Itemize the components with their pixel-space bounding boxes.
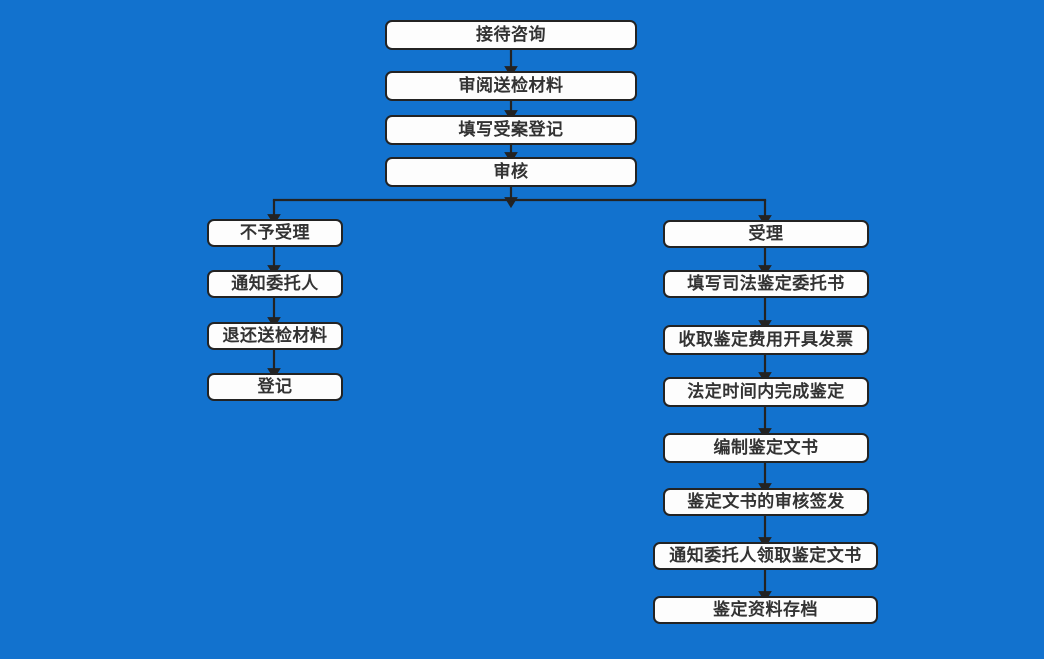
flow-node-r6: 鉴定文书的审核签发 xyxy=(663,488,869,516)
flow-node-r3: 收取鉴定费用开具发票 xyxy=(663,325,869,355)
flow-node-t2: 审阅送检材料 xyxy=(385,71,637,101)
flow-node-r2: 填写司法鉴定委托书 xyxy=(663,270,869,298)
flow-node-l3: 退还送检材料 xyxy=(207,322,343,350)
flow-node-t1: 接待咨询 xyxy=(385,20,637,50)
flow-node-r5: 编制鉴定文书 xyxy=(663,433,869,463)
flow-node-r4: 法定时间内完成鉴定 xyxy=(663,377,869,407)
flow-node-l2: 通知委托人 xyxy=(207,270,343,298)
flow-node-r7: 通知委托人领取鉴定文书 xyxy=(653,542,878,570)
flow-node-r8: 鉴定资料存档 xyxy=(653,596,878,624)
flow-node-l1: 不予受理 xyxy=(207,219,343,247)
flow-node-l4: 登记 xyxy=(207,373,343,401)
flow-node-r1: 受理 xyxy=(663,220,869,248)
flow-node-t4: 审核 xyxy=(385,157,637,187)
flow-node-t3: 填写受案登记 xyxy=(385,115,637,145)
branch-split-connector xyxy=(267,187,772,227)
